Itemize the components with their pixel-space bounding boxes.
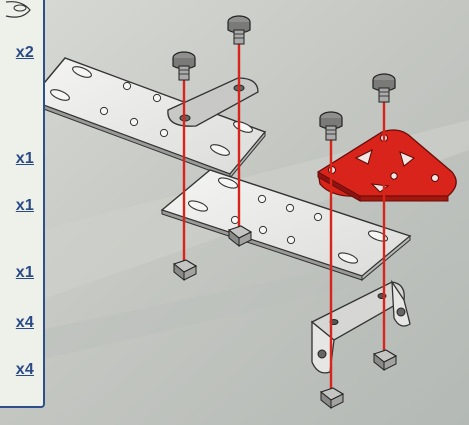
part-quantity: x1 — [0, 264, 34, 282]
part-preview-icon — [0, 0, 40, 28]
part-quantity: x2 — [0, 44, 34, 62]
parts-list-panel: x2 x1 x1 x1 x4 x4 — [0, 0, 45, 408]
part-quantity: x4 — [0, 361, 34, 379]
part-quantity: x1 — [0, 197, 34, 215]
part-quantity: x4 — [0, 314, 34, 332]
part-quantity: x1 — [0, 150, 34, 168]
